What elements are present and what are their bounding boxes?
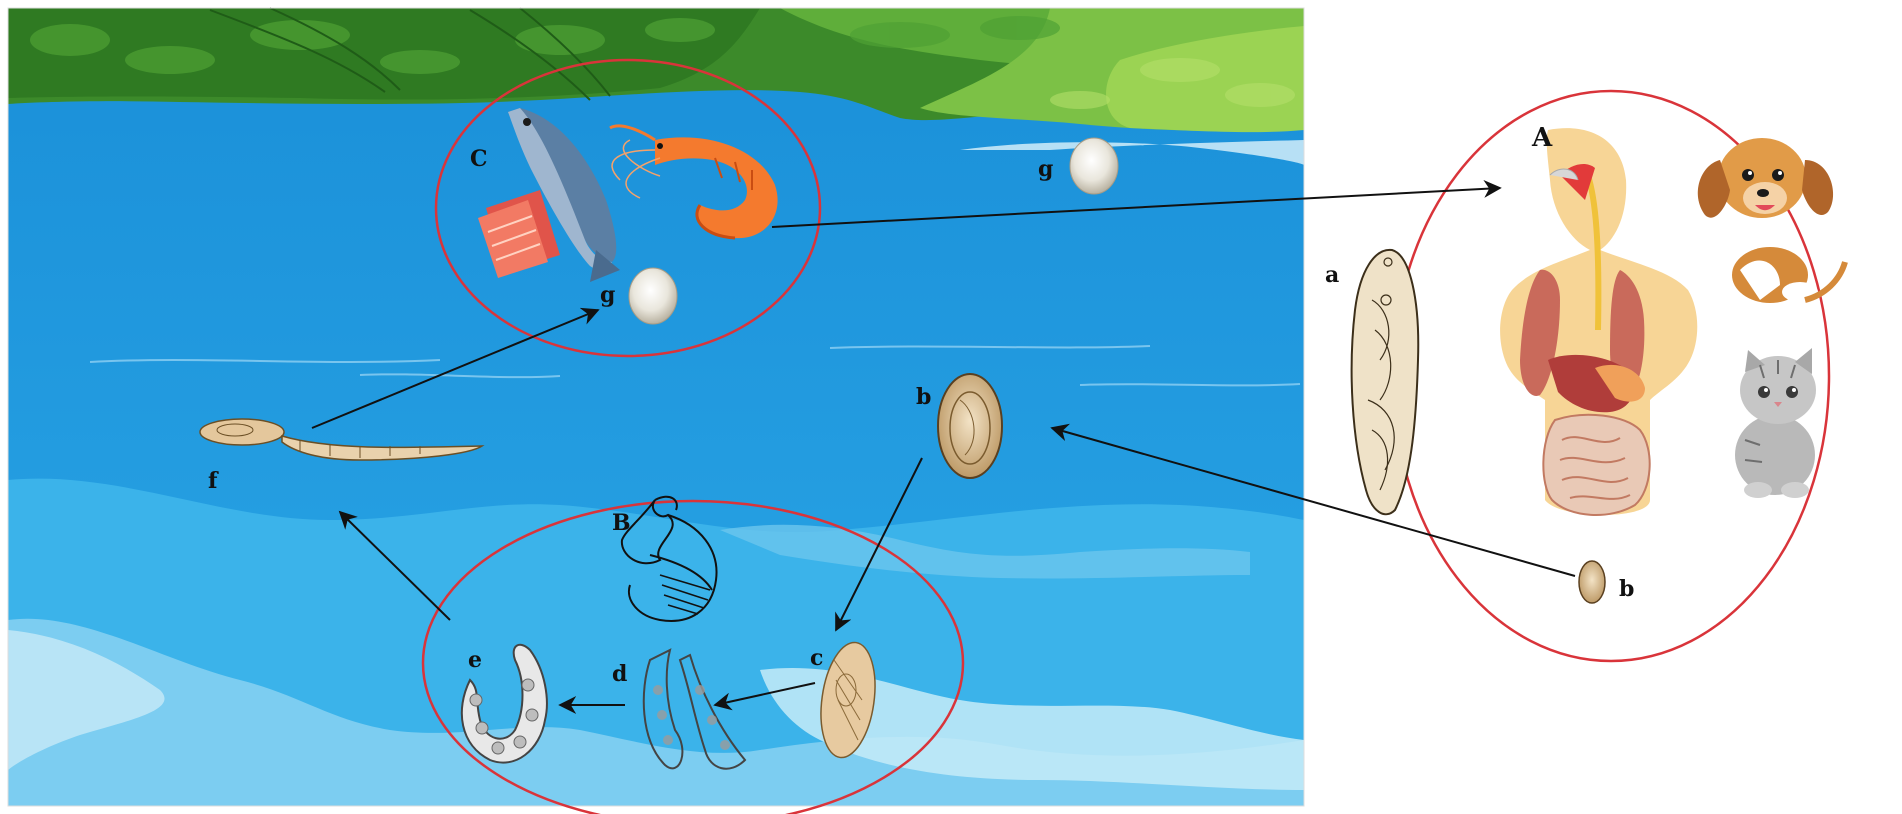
metacercaria-cyst-on-shore	[1069, 137, 1119, 195]
snail-shell-icon	[620, 495, 718, 622]
egg-in-feces-icon	[1578, 560, 1606, 604]
metacercaria-cyst-in-fish	[628, 267, 678, 325]
first-intermediate-host-circle	[421, 499, 965, 814]
arrow-cercaria-to-fish	[311, 307, 600, 429]
label-g-shore: g	[1038, 156, 1053, 182]
label-B: B	[612, 510, 631, 536]
redia-icon	[460, 643, 548, 764]
label-g-fish: g	[600, 282, 615, 308]
label-f: f	[208, 468, 219, 494]
fish-icon	[508, 108, 620, 282]
arrow-redia-to-cercaria	[338, 510, 451, 621]
fish-fillet-icon	[478, 190, 560, 278]
sporocyst-icon	[642, 648, 747, 770]
egg-in-water-icon	[937, 373, 1003, 479]
human-anatomy-icon	[1500, 128, 1698, 516]
dog-icon	[1697, 138, 1848, 303]
label-A: A	[1531, 123, 1553, 153]
arrow-miracidium-to-sporocyst	[713, 682, 816, 711]
label-c: c	[810, 645, 823, 671]
shrimp-icon	[609, 124, 778, 240]
cat-icon	[1735, 348, 1816, 498]
cercaria-icon	[199, 418, 485, 461]
label-d: d	[612, 661, 627, 687]
arrow-fish-to-human	[771, 179, 1502, 228]
label-a: a	[1325, 262, 1339, 288]
adult-fluke-icon	[1350, 248, 1420, 516]
label-b-water: b	[916, 384, 931, 410]
arrow-egg-to-miracidium	[835, 457, 923, 632]
label-b-feces: b	[1619, 576, 1634, 602]
second-intermediate-host-circle	[434, 58, 822, 358]
label-C: C	[470, 146, 488, 172]
arrow-host-to-feces-egg	[1050, 423, 1576, 577]
label-e: e	[468, 647, 482, 673]
miracidium-icon	[820, 641, 876, 759]
